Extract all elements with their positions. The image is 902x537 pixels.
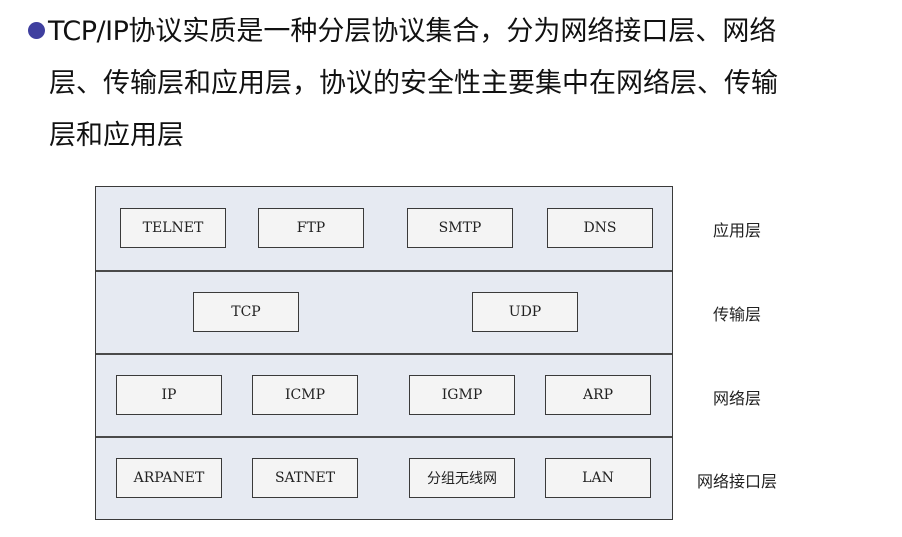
- layer-label-network-interface: 网络接口层: [697, 472, 778, 491]
- protocol-box-dns: DNS: [547, 208, 653, 248]
- layer-label-transport: 传输层: [713, 305, 762, 324]
- protocol-box-telnet: TELNET: [120, 208, 226, 248]
- layer-network: IP ICMP IGMP ARP: [96, 353, 672, 436]
- intro-line-1: TCP/IP协议实质是一种分层协议集合，分为网络接口层、网络: [28, 6, 878, 58]
- layer-transport: TCP UDP: [96, 270, 672, 353]
- protocol-box-smtp: SMTP: [407, 208, 513, 248]
- layer-label-application: 应用层: [713, 221, 762, 240]
- protocol-box-arp: ARP: [545, 375, 651, 415]
- intro-line-2: 层、传输层和应用层，协议的安全性主要集中在网络层、传输: [49, 68, 778, 99]
- intro-paragraph: TCP/IP协议实质是一种分层协议集合，分为网络接口层、网络 层、传输层和应用层…: [28, 6, 878, 162]
- protocol-box-satnet: SATNET: [252, 458, 358, 498]
- protocol-box-arpanet: ARPANET: [116, 458, 222, 498]
- protocol-box-ip: IP: [116, 375, 222, 415]
- protocol-box-tcp: TCP: [193, 292, 299, 332]
- protocol-box-igmp: IGMP: [409, 375, 515, 415]
- protocol-box-udp: UDP: [472, 292, 578, 332]
- tcpip-layer-diagram: TELNET FTP SMTP DNS TCP UDP IP ICMP IGMP…: [95, 186, 673, 520]
- intro-lead-term: TCP/IP: [48, 16, 129, 47]
- protocol-box-lan: LAN: [545, 458, 651, 498]
- protocol-box-packet-radio: 分组无线网: [409, 458, 515, 498]
- bullet-icon: [28, 22, 45, 39]
- layer-network-interface: ARPANET SATNET 分组无线网 LAN: [96, 436, 672, 519]
- protocol-box-ftp: FTP: [258, 208, 364, 248]
- intro-line-1-text: 协议实质是一种分层协议集合，分为网络接口层、网络: [128, 16, 777, 47]
- intro-line-3: 层和应用层: [49, 120, 184, 151]
- layer-label-network: 网络层: [713, 389, 762, 408]
- protocol-box-icmp: ICMP: [252, 375, 358, 415]
- layer-application: TELNET FTP SMTP DNS: [96, 187, 672, 270]
